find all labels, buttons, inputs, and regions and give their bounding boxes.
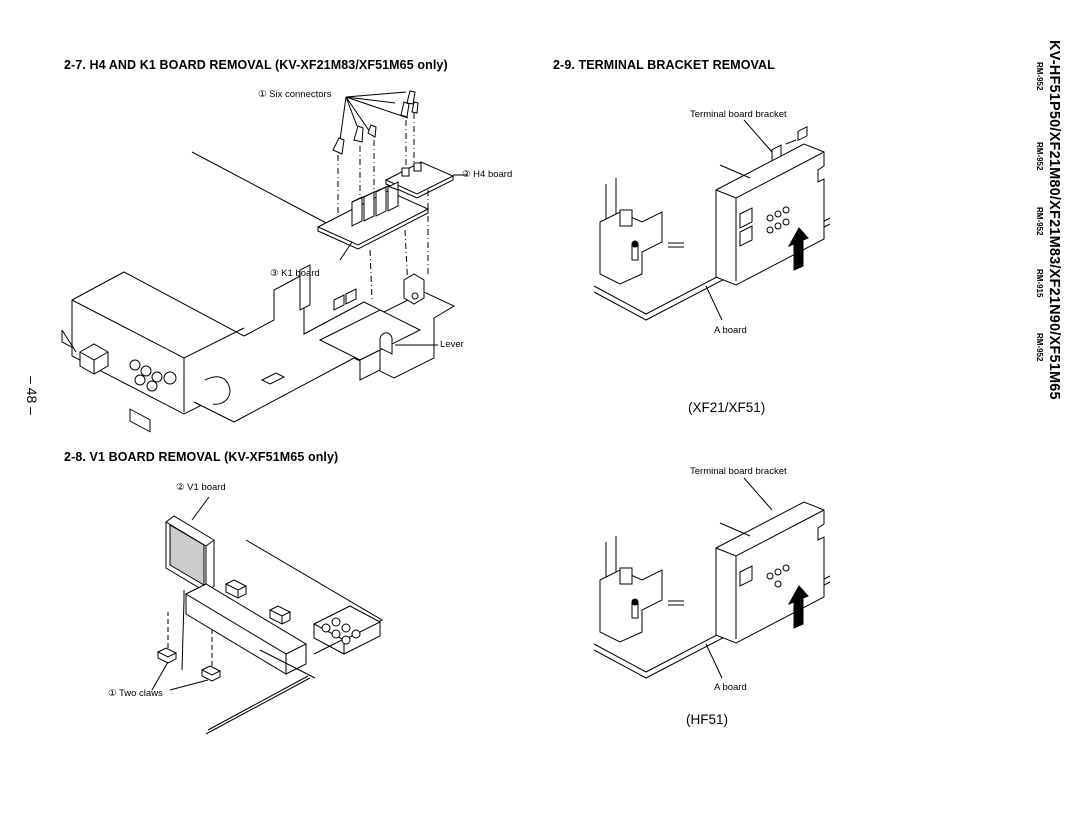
label-h4-board: ② H4 board [462,169,513,180]
label-two-claws: ① Two claws [108,688,163,699]
label-a-board-top: A board [714,325,747,336]
section-title-h4-k1: 2-7. H4 AND K1 BOARD REMOVAL (KV-XF21M83… [64,58,448,72]
caption-hf51: (HF51) [686,712,729,727]
label-terminal-bracket-top: Terminal board bracket [690,109,787,120]
label-v1-board: ② V1 board [176,482,226,493]
caption-xf21-xf51: (XF21/XF51) [688,400,766,415]
label-a-board-bottom: A board [714,682,747,693]
label-six-connectors: ① Six connectors [258,89,332,100]
section-title-terminal-bracket: 2-9. TERMINAL BRACKET REMOVAL [553,58,775,72]
label-k1-board: ③ K1 board [270,268,320,279]
label-terminal-bracket-bottom: Terminal board bracket [690,466,787,477]
label-lever: Lever [440,339,464,350]
section-title-v1: 2-8. V1 BOARD REMOVAL (KV-XF51M65 only) [64,450,339,464]
